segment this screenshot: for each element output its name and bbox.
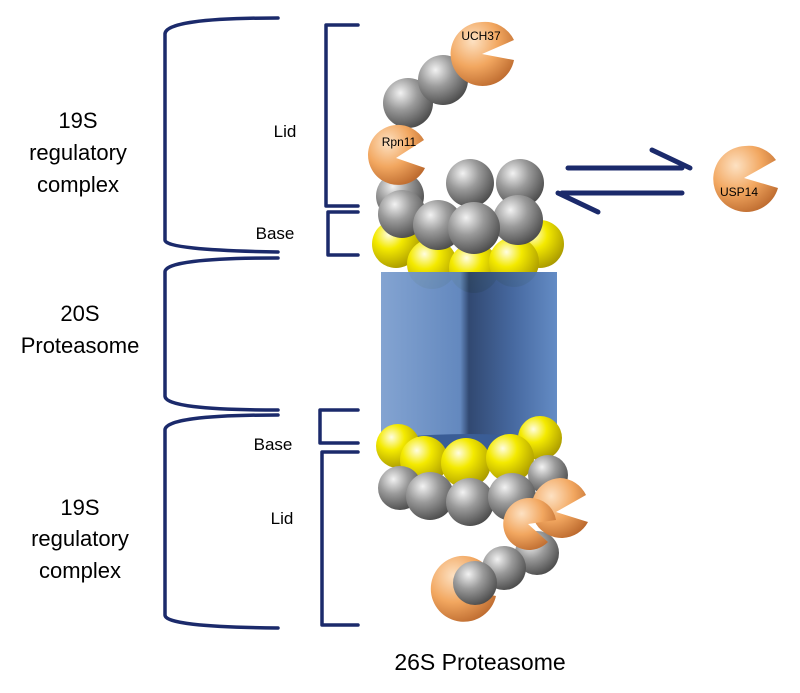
uch37-enzyme: UCH37: [450, 21, 514, 86]
caption: 26S Proteasome: [394, 649, 565, 675]
arrow-right: [565, 147, 693, 171]
svg-text:USP14: USP14: [720, 185, 758, 199]
core-label: 20S Proteasome: [21, 301, 140, 358]
equilibrium-arrows: [555, 147, 693, 215]
top-base-label: Base: [256, 224, 295, 243]
svg-text:19S: 19S: [60, 495, 99, 520]
svg-text:Proteasome: Proteasome: [21, 333, 140, 358]
brace-top-lid: [324, 23, 360, 208]
arrow-left: [555, 190, 685, 215]
brace-top-base: [326, 210, 360, 257]
bottom-lid-subunit: [453, 561, 497, 605]
svg-text:complex: complex: [39, 558, 121, 583]
bottom-enzyme-right: [531, 478, 588, 538]
svg-text:19S: 19S: [58, 108, 97, 133]
svg-text:Rpn11: Rpn11: [382, 135, 417, 149]
top-gray-cap: [378, 159, 544, 254]
svg-text:complex: complex: [37, 172, 119, 197]
svg-text:20S: 20S: [60, 301, 99, 326]
bottom-lid-label: Lid: [271, 509, 294, 528]
top-complex-label: 19S regulatory complex: [29, 108, 127, 197]
svg-text:regulatory: regulatory: [29, 140, 127, 165]
brace-bottom-19s: [163, 413, 280, 630]
usp14-enzyme: USP14: [713, 145, 778, 212]
top-lid-label: Lid: [274, 122, 297, 141]
svg-text:regulatory: regulatory: [31, 526, 129, 551]
brace-bottom-base: [318, 408, 360, 445]
bottom-base-ring: [376, 416, 562, 488]
bottom-base-label: Base: [254, 435, 293, 454]
rpn11-enzyme: Rpn11: [367, 124, 425, 185]
svg-text:UCH37: UCH37: [461, 29, 501, 43]
bottom-complex-label: 19S regulatory complex: [31, 495, 129, 583]
brace-top-19s: [163, 16, 280, 254]
brace-bottom-lid: [320, 450, 360, 627]
bottom-enzyme-mid: [503, 497, 556, 550]
brace-20s: [163, 256, 280, 412]
